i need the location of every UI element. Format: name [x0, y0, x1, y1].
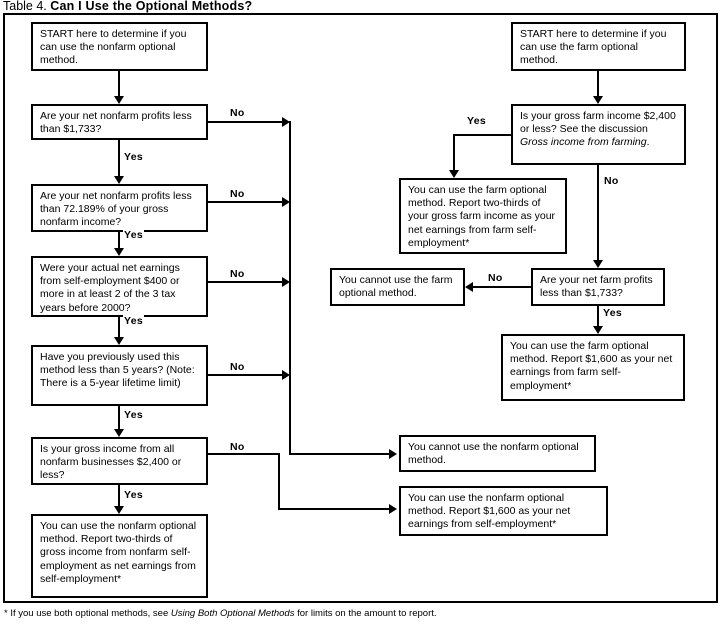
arrowhead-farm-result-yes: [449, 170, 459, 178]
edge-label-nonfarm-q1-no: No: [229, 107, 246, 119]
connector-nonfarm-q1-q2: [118, 140, 120, 176]
arrowhead-nonfarm-q3-no: [282, 277, 290, 287]
edge-label-nonfarm-q3-no: No: [229, 268, 246, 280]
edge-label-farm-q2-yes: Yes: [602, 307, 624, 319]
farm-q1-text-italic: Gross income from farming: [520, 136, 647, 149]
footnote: * If you use both optional methods, see …: [4, 608, 716, 620]
connector-nonfarm-q1-no: [208, 121, 286, 123]
edge-label-farm-q2-no: No: [487, 272, 504, 284]
node-nonfarm-result-yes: You can use the nonfarm optional method.…: [31, 514, 208, 598]
edge-label-nonfarm-q4-no: No: [229, 361, 246, 373]
connector-farm-q2-no: [473, 286, 531, 288]
connector-farm-q1-yes: [453, 134, 511, 136]
arrowhead-nonfarm-q3: [114, 248, 124, 256]
page-title: Table 4. Can I Use the Optional Methods?: [3, 0, 719, 13]
edge-label-nonfarm-q5-no: No: [229, 441, 246, 453]
edge-label-nonfarm-q4-yes: Yes: [123, 409, 145, 421]
arrowhead-nonfarm-cannot: [389, 449, 397, 459]
connector-farm-q1-no: [597, 165, 599, 260]
node-nonfarm-q2: Are your net nonfarm profits less than 7…: [31, 184, 208, 232]
connector-farm-q1-yes-drop: [453, 134, 455, 170]
footnote-tail: for limits on the amount to report.: [294, 608, 437, 619]
connector-nonfarm-q5-no: [208, 453, 280, 455]
connector-nonfarm-q5-no-exit: [278, 508, 391, 510]
arrowhead-nonfarm-q2-no: [282, 197, 290, 207]
chart-frame: [3, 13, 718, 603]
connector-nonfarm-no-bus: [289, 121, 291, 455]
node-farm-q1: Is your gross farm income $2,400 or less…: [511, 104, 686, 165]
connector-nonfarm-q5-result: [118, 485, 120, 506]
footnote-lead: * If you use both optional methods, see: [4, 608, 171, 619]
arrowhead-farm-q2: [593, 260, 603, 268]
connector-nonfarm-q3-no: [208, 281, 286, 283]
node-farm-q2: Are your net farm profits less than $1,7…: [531, 268, 665, 306]
edge-label-farm-q1-yes: Yes: [466, 115, 488, 127]
arrowhead-farm-1600: [593, 326, 603, 334]
connector-nonfarm-no-bus-exit: [289, 453, 391, 455]
node-farm-result-1600: You can use the farm optional method. Re…: [501, 334, 685, 401]
node-nonfarm-result-1600: You can use the nonfarm optional method.…: [399, 486, 608, 536]
connector-farm-start-q1: [597, 71, 599, 96]
arrowhead-nonfarm-q1-no: [282, 117, 290, 127]
arrowhead-farm-cannot: [465, 282, 473, 292]
farm-q1-text-b: .: [646, 136, 650, 149]
arrowhead-nonfarm-q4-no: [282, 370, 290, 380]
edge-label-farm-q1-no: No: [603, 175, 620, 187]
connector-nonfarm-q4-no: [208, 374, 286, 376]
edge-label-nonfarm-q2-yes: Yes: [123, 229, 145, 241]
edge-label-nonfarm-q1-yes: Yes: [123, 151, 145, 163]
title-heading: Can I Use the Optional Methods?: [50, 0, 253, 13]
node-nonfarm-q1: Are your net nonfarm profits less than $…: [31, 104, 208, 140]
connector-nonfarm-q2-q3: [118, 232, 120, 248]
arrowhead-nonfarm-q1: [114, 96, 124, 104]
arrowhead-nonfarm-q2: [114, 176, 124, 184]
connector-nonfarm-q4-q5: [118, 406, 120, 429]
node-nonfarm-q4: Have you previously used this method les…: [31, 345, 208, 406]
connector-nonfarm-q3-q4: [118, 317, 120, 337]
connector-nonfarm-q5-no-drop: [278, 453, 280, 510]
arrowhead-nonfarm-1600: [389, 504, 397, 514]
arrowhead-farm-q1: [593, 96, 603, 104]
connector-nonfarm-q2-no: [208, 201, 286, 203]
node-farm-result-yes: You can use the farm optional method. Re…: [399, 178, 567, 254]
edge-label-nonfarm-q5-yes: Yes: [123, 489, 145, 501]
node-farm-result-cannot: You cannot use the farm optional method.: [330, 268, 465, 306]
edge-label-nonfarm-q2-no: No: [229, 188, 246, 200]
node-nonfarm-q5: Is your gross income from all nonfarm bu…: [31, 437, 208, 485]
node-nonfarm-start: START here to determine if you can use t…: [31, 22, 208, 71]
node-farm-start: START here to determine if you can use t…: [511, 22, 686, 71]
title-prefix: Table 4.: [3, 0, 47, 13]
footnote-italic-reference: Using Both Optional Methods: [170, 608, 295, 619]
edge-label-nonfarm-q3-yes: Yes: [123, 315, 145, 327]
connector-farm-q2-yes: [597, 306, 599, 326]
arrowhead-nonfarm-result-yes: [114, 506, 124, 514]
connector-nonfarm-start-q1: [118, 71, 120, 97]
arrowhead-nonfarm-q4: [114, 337, 124, 345]
farm-q1-text-a: Is your gross farm income $2,400 or less…: [520, 110, 676, 136]
node-nonfarm-result-cannot: You cannot use the nonfarm optional meth…: [399, 435, 596, 472]
arrowhead-nonfarm-q5: [114, 429, 124, 437]
node-nonfarm-q3: Were your actual net earnings from self-…: [31, 256, 208, 317]
